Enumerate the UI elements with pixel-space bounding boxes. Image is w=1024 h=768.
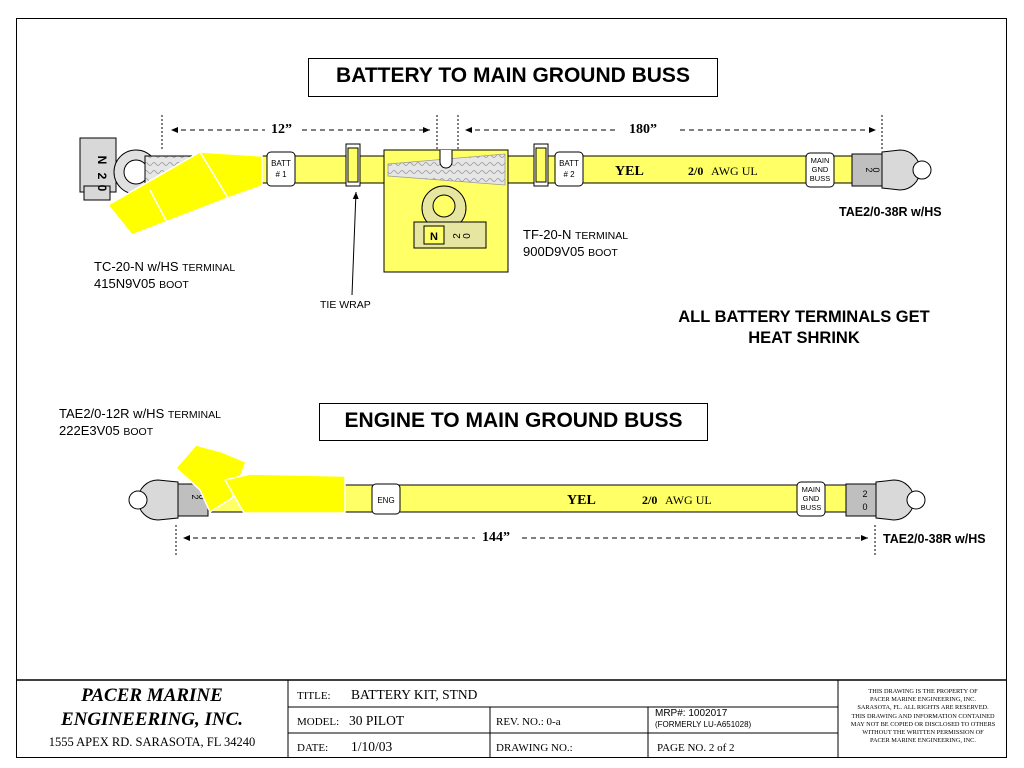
date-value: 1/10/03: [351, 739, 393, 754]
battery-dim-left: 12”: [271, 122, 292, 137]
notice-line: THIS DRAWING AND INFORMATION CONTAINED: [851, 712, 995, 720]
engine-main-gnd-label: MAIN GND BUSS: [796, 481, 826, 517]
model-value: 30 PILOT: [349, 713, 405, 728]
battery-section-title: BATTERY TO MAIN GROUND BUSS: [308, 58, 718, 97]
svg-text:0: 0: [862, 502, 867, 512]
svg-text:MAIN: MAIN: [802, 485, 821, 494]
page-no: PAGE NO. 2 of 2: [657, 742, 735, 754]
battery-dimension-lines: [161, 115, 883, 150]
battery-wire-gauge: 2/0: [688, 164, 703, 178]
battery-dim-right: 180”: [629, 122, 657, 137]
battery-main-gnd-label: MAIN GND BUSS: [805, 152, 835, 188]
battery-wire-spec: AWG UL: [711, 164, 758, 178]
notice-line: MAY NOT BE COPIED OR DISCLOSED TO OTHERS: [850, 720, 996, 728]
drawing-no: DRAWING NO.:: [496, 742, 573, 754]
svg-text:BATT: BATT: [271, 159, 291, 168]
company-name-line-1: PACER MARINE: [81, 685, 223, 706]
engine-terminal-part: TAE2/0-12R w/HS: [59, 406, 165, 421]
engine-right-terminal-label: TAE2/0-38R w/HS: [883, 532, 986, 546]
tc-boot: [106, 150, 263, 236]
tie-wrap-leader: [351, 191, 359, 296]
battery-wire-color: YEL: [615, 164, 644, 179]
svg-text:2: 2: [452, 233, 463, 239]
svg-text:N: N: [95, 156, 109, 165]
battery-right-terminal-label: TAE2/0-38R w/HS: [839, 205, 942, 219]
tf-terminal-suffix: TERMINAL: [575, 230, 629, 242]
battery-right-ring-terminal: 2 0: [851, 149, 932, 191]
svg-text:ENG: ENG: [377, 496, 394, 505]
engine-wire-gauge: 2/0: [642, 493, 657, 507]
engine-section-title: ENGINE TO MAIN GROUND BUSS: [319, 403, 708, 441]
tie-wrap-inner-1: [347, 147, 359, 183]
engine-boot: [174, 444, 346, 514]
heat-shrink-line-2: HEAT SHRINK: [748, 329, 860, 347]
batt1-label: BATT # 1: [266, 151, 296, 187]
tie-wrap-label: TIE WRAP: [320, 299, 371, 311]
tie-wrap-inner-2: [535, 147, 547, 183]
company-address: 1555 APEX RD. SARASOTA, FL 34240: [48, 735, 256, 749]
notice-line: WITHOUT THE WRITTEN PERMISSION OF: [862, 729, 984, 737]
tc-terminal-part: TC-20-N w/HS: [94, 259, 179, 274]
svg-text:MAIN: MAIN: [811, 156, 830, 165]
heat-shrink-note: ALL BATTERY TERMINALS GET HEAT SHRINK: [640, 307, 968, 349]
svg-text:2: 2: [190, 494, 200, 499]
tf-terminal-part: TF-20-N: [523, 227, 572, 242]
tc-terminal-suffix: TERMINAL: [182, 262, 236, 274]
engine-wire-color: YEL: [567, 493, 596, 508]
tc-boot-suffix: BOOT: [159, 279, 189, 291]
tc-terminal-label: TC-20-N w/HS TERMINAL 415N9V05 BOOT: [94, 259, 235, 293]
svg-text:N: N: [430, 231, 438, 243]
svg-text:BUSS: BUSS: [801, 503, 821, 512]
engine-right-ring-terminal: 2 0: [845, 479, 926, 521]
notice-line: THIS DRAWING IS THE PROPERTY OF: [868, 688, 978, 695]
svg-text:# 1: # 1: [275, 170, 287, 179]
tf-terminal-label: TF-20-N TERMINAL 900D9V05 BOOT: [523, 227, 628, 261]
mrp-number: MRP#: 1002017: [655, 708, 728, 719]
engine-left-ring-terminal: 2 0: [128, 479, 209, 521]
date-label: DATE:: [297, 742, 329, 754]
svg-text:BATT: BATT: [559, 159, 579, 168]
engine-dim: 144”: [482, 530, 510, 545]
model-label: MODEL:: [297, 716, 340, 728]
svg-text:GND: GND: [803, 494, 820, 503]
engine-terminal-suffix: TERMINAL: [167, 409, 221, 421]
svg-text:# 2: # 2: [563, 170, 575, 179]
svg-text:0: 0: [871, 167, 881, 172]
engine-wire-spec: AWG UL: [665, 493, 712, 507]
eng-label: ENG: [371, 483, 401, 515]
title-value: BATTERY KIT, STND: [351, 687, 478, 702]
notice-line: SARASOTA, FL. ALL RIGHTS ARE RESERVED.: [857, 704, 989, 712]
svg-text:0: 0: [95, 185, 109, 192]
tf-terminal-boot: N 2 0: [383, 149, 509, 273]
svg-text:2: 2: [95, 173, 109, 180]
svg-text:0: 0: [197, 494, 207, 499]
tc-boot-part: 415N9V05: [94, 276, 156, 291]
engine-dimension-lines: [175, 525, 876, 555]
rev-no: REV. NO.: 0-a: [496, 716, 561, 728]
tf-boot-suffix: BOOT: [588, 247, 618, 259]
svg-text:GND: GND: [812, 165, 829, 174]
copyright-notice: THIS DRAWING IS THE PROPERTY OF PACER MA…: [839, 688, 1007, 745]
company-block: PACER MARINE ENGINEERING, INC. 1555 APEX…: [16, 684, 288, 752]
engine-left-terminal-label: TAE2/0-12R w/HS TERMINAL 222E3V05 BOOT: [59, 406, 221, 440]
batt2-label: BATT # 2: [554, 151, 584, 187]
company-name-line-2: ENGINEERING, INC.: [60, 709, 244, 730]
svg-text:2: 2: [862, 489, 867, 499]
formerly-number: (FORMERLY LU-A651028): [655, 720, 752, 729]
heat-shrink-line-1: ALL BATTERY TERMINALS GET: [678, 308, 930, 326]
notice-line: PACER MARINE ENGINEERING, INC.: [870, 737, 976, 745]
engine-boot-suffix: BOOT: [123, 426, 154, 438]
drawing-frame: [16, 18, 1007, 758]
svg-text:0: 0: [462, 233, 473, 239]
notice-line: PACER MARINE ENGINEERING, INC.: [870, 696, 976, 704]
title-block-grid: [16, 679, 1007, 758]
engine-boot-part: 222E3V05: [59, 423, 120, 438]
tf-boot-part: 900D9V05: [523, 244, 585, 259]
svg-text:BUSS: BUSS: [810, 174, 830, 183]
title-label: TITLE:: [297, 690, 331, 702]
svg-text:2: 2: [864, 167, 874, 172]
